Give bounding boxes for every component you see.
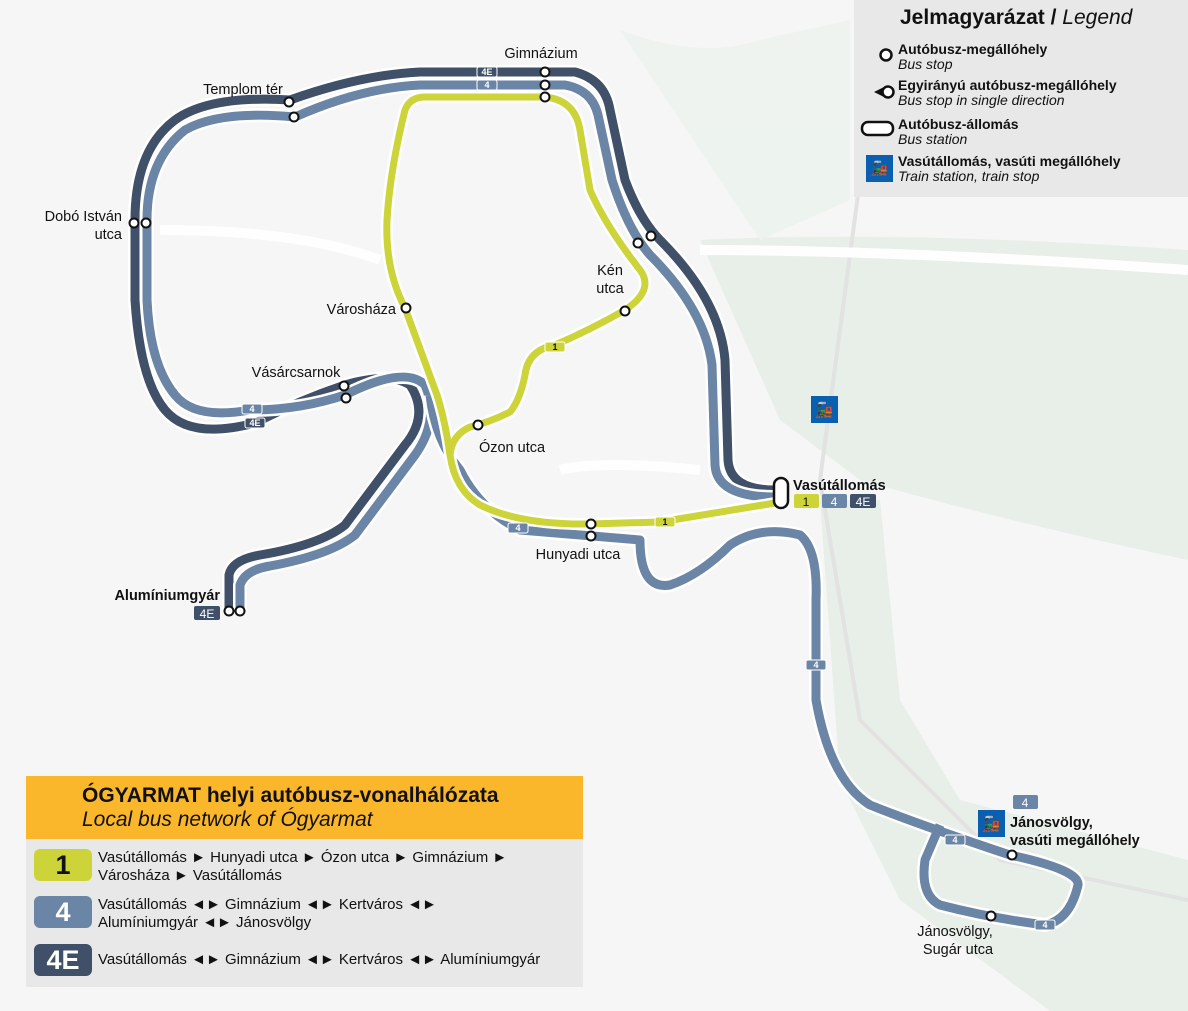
stop-label: Jánosvölgy, [917,924,993,940]
stop-label: Városháza [327,302,397,318]
bus-stop-icon[interactable] [539,79,551,91]
bus-station-icon[interactable] [772,476,790,510]
route-tag-4: 4 [944,834,966,846]
single-direction-stop-icon[interactable] [472,419,484,431]
park-area [620,20,850,240]
stop-label: utca [596,281,624,297]
stop-label: Ózon utca [479,439,546,456]
svg-text:4E: 4E [856,495,871,509]
bus-stop-icon[interactable] [283,96,295,108]
stop-label: Sugár utca [923,942,994,958]
stop-label: Kén [597,263,623,279]
panel-title: ÓGYARMAT helyi autóbusz-vonalhálózata [82,784,499,807]
route-4e-line[interactable] [128,65,776,610]
route-description: Vasútállomás ► Hunyadi utca ► Ózon utca … [98,849,508,884]
panel-subtitle: Local bus network of Ógyarmat [82,808,373,831]
svg-text:1: 1 [552,342,557,352]
svg-text:4: 4 [952,835,957,845]
single-direction-stop-icon[interactable] [985,910,997,922]
route-tag-4e: 4E [244,417,266,429]
svg-text:4: 4 [484,80,489,90]
stop-label: Vásárcsarnok [252,365,341,381]
single-direction-stop-icon[interactable] [400,302,412,314]
svg-text:4E: 4E [200,607,215,621]
park-area [820,500,1188,1011]
route-1-line[interactable] [383,93,776,528]
svg-text:4: 4 [249,404,254,414]
road [159,225,1188,475]
bus-stop-icon[interactable] [288,111,300,123]
map-background [159,20,1188,1011]
route-tags: 4E 4 4E 4 4 1 1 4 4 4 [241,66,1056,931]
bus-station-icon [860,120,895,137]
legend-title: Jelmagyarázat / Legend [900,6,1133,29]
bus-stop-icon[interactable] [140,217,152,229]
svg-text:🚂: 🚂 [815,401,834,419]
stop-label: Hunyadi utca [536,547,622,563]
route-description: Vasútállomás ◄► Gimnázium ◄► Kertváros ◄… [98,896,437,931]
route-tag-4: 4 [476,79,498,91]
route-tag-4: 4 [805,659,827,671]
legend-panel: Jelmagyarázat / Legend Autóbusz-megállóh… [854,0,1188,197]
route-tag-1: 1 [544,341,566,353]
bus-stop-icon[interactable] [539,66,551,78]
svg-text:🚂: 🚂 [982,815,1001,833]
bus-stop-icon[interactable] [585,530,597,542]
route-tag-4e: 4E [476,66,498,78]
station-label: Vasútállomás [793,478,886,494]
svg-text:4: 4 [813,660,818,670]
train-icon[interactable]: 🚂 [811,396,838,423]
stop-label: Gimnázium [504,46,577,62]
stop-label: utca [95,227,123,243]
bus-stop-icon[interactable] [128,217,140,229]
bus-stop-icon[interactable] [539,91,551,103]
svg-text:4E: 4E [481,67,492,77]
single-direction-stop-icon[interactable] [1006,849,1018,861]
svg-text:1: 1 [803,495,810,509]
single-direction-stop-icon[interactable] [619,305,631,317]
stop-label: Jánosvölgy, [1010,815,1093,831]
bus-stop-icon[interactable] [234,605,246,617]
route-4-line[interactable] [142,80,776,610]
svg-text:4: 4 [831,495,838,509]
route-4e-line[interactable] [130,67,776,610]
bus-stop-icon[interactable] [340,392,352,404]
route-4-line[interactable] [140,78,776,610]
route-row-4[interactable]: 4 Vasútállomás ◄► Gimnázium ◄► Kertváros… [34,896,478,932]
stop-label: Alumíniumgyár [114,588,220,604]
route-badge-4e: 4E [34,944,92,976]
route-description: Vasútállomás ◄► Gimnázium ◄► Kertváros ◄… [98,951,541,968]
bus-stop-icon[interactable] [223,605,235,617]
stop-label: Dobó István [45,209,122,225]
station-route-badges: 1 4 4E 4E 4 [194,494,1038,810]
route-row-4e[interactable]: 4E Vasútállomás ◄► Gimnázium ◄► Kertváro… [34,944,578,976]
svg-text:4: 4 [1022,796,1029,810]
stop-label: vasúti megállóhely [1010,833,1140,849]
svg-text:1: 1 [662,517,667,527]
route-tag-1: 1 [654,516,676,528]
bus-stop-icon[interactable] [645,230,657,242]
route-badge-1: 1 [34,849,92,881]
park-area [700,236,1188,560]
bus-stop-icon[interactable] [338,380,350,392]
route-info-panel: ÓGYARMAT helyi autóbusz-vonalhálózata Lo… [26,776,583,987]
bus-stop-icon [879,48,893,62]
svg-text:4: 4 [1042,920,1047,930]
bus-stops [128,66,1018,922]
svg-text:4: 4 [515,523,520,533]
single-direction-stop-icon [874,85,895,99]
stop-label: Templom tér [203,82,283,98]
route-tag-4: 4 [507,522,529,534]
train-icon: 🚂 [866,155,893,182]
train-icon[interactable]: 🚂 [978,810,1005,837]
svg-text:4E: 4E [249,418,260,428]
panel-header: ÓGYARMAT helyi autóbusz-vonalhálózata Lo… [26,776,583,839]
bus-stop-icon[interactable] [632,237,644,249]
bus-stop-icon[interactable] [585,518,597,530]
route-badge-4: 4 [34,896,92,928]
route-row-1[interactable]: 1 Vasútállomás ► Hunyadi utca ► Ózon utc… [34,849,578,885]
route-tag-4: 4 [241,403,263,415]
route-tag-4: 4 [1034,919,1056,931]
